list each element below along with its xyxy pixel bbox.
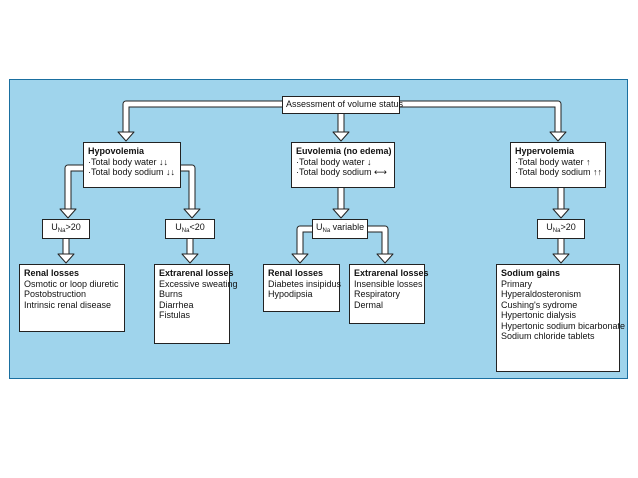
arrow-root-to-hypovolemia-shaft [123, 101, 282, 132]
hypo-renal-losses-box: Renal losses Osmotic or loop diuretic Po… [19, 264, 125, 332]
eu-una-variable-box: UNa variable [312, 219, 368, 239]
arrow-root-to-hypervolemia-shaft [400, 101, 561, 132]
hypo-una-low-box: UNa<20 [165, 219, 215, 239]
hypervolemia-title: Hypervolemia [515, 146, 575, 156]
arrow-hyper-to-una-head [552, 208, 570, 219]
arrow-root-to-hypervolemia-head [549, 131, 567, 142]
arrow-root-to-euvolemia-head [332, 131, 350, 142]
eu-extrarenal-losses-box: Extrarenal losses Insensible losses Resp… [349, 264, 429, 324]
arrow-eu-una-to-renal-shaft [297, 226, 312, 254]
euvolemia-box: Euvolemia (no edema) ·Total body water ↓… [291, 142, 395, 188]
hypervolemia-sodium: ·Total body sodium ↑↑ [515, 167, 603, 177]
sodium-gains-box: Sodium gains Primary Hyperaldosteronism … [496, 264, 625, 372]
hypervolemia-water: ·Total body water ↑ [515, 156, 591, 167]
arrow-hypo-to-una-high-head [59, 208, 77, 219]
hypo-extrarenal-losses-box: Extrarenal losses Excessive sweating Bur… [154, 264, 238, 344]
root-label: Assessment of volume status [286, 99, 404, 109]
arrow-hypo-to-una-high-shaft [65, 165, 83, 209]
hyper-una-high-box: UNa>20 [537, 219, 585, 239]
arrow-root-to-hypovolemia-head [117, 131, 135, 142]
arrow-hypo-una-high-to-renal-head [57, 253, 75, 264]
arrow-hypo-to-una-low-shaft [181, 165, 195, 209]
arrow-hypo-to-una-low-head [183, 208, 201, 219]
hypovolemia-sodium: ·Total body sodium ↓↓ [88, 167, 176, 177]
root-box: Assessment of volume status [282, 96, 404, 114]
arrow-hyper-una-to-gains-head [552, 253, 570, 264]
hypo-una-high-box: UNa>20 [42, 219, 90, 239]
hypervolemia-box: Hypervolemia ·Total body water ↑ ·Total … [510, 142, 606, 188]
euvolemia-sodium: ·Total body sodium ⟷ [296, 167, 387, 177]
arrow-eu-una-to-extrarenal-shaft [368, 226, 388, 254]
arrow-eu-una-to-renal-head [291, 253, 309, 264]
hypovolemia-title: Hypovolemia [88, 146, 145, 156]
euvolemia-title: Euvolemia (no edema) [296, 146, 392, 156]
arrow-eu-una-to-extrarenal-head [376, 253, 394, 264]
arrow-root-to-hypovolemia-outline [122, 100, 282, 132]
arrow-eu-to-una-head [332, 208, 350, 219]
arrow-eu-una-to-extrarenal-outline [368, 225, 389, 254]
hypovolemia-box: Hypovolemia ·Total body water ↓↓ ·Total … [83, 142, 181, 188]
hypovolemia-water: ·Total body water ↓↓ [88, 156, 169, 167]
euvolemia-water: ·Total body water ↓ [296, 156, 372, 167]
eu-renal-losses-box: Renal losses Diabetes insipidus Hypodips… [263, 264, 341, 312]
arrow-hypo-una-low-to-extrarenal-head [181, 253, 199, 264]
arrow-root-to-hypervolemia-outline [400, 100, 562, 132]
